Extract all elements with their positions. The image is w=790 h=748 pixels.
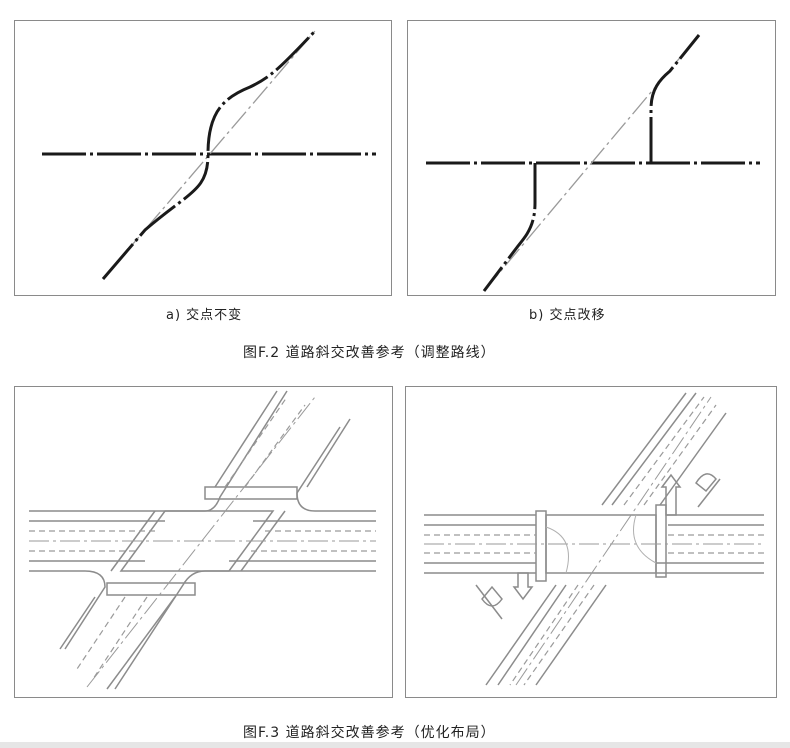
figure-f2-panel-a: [14, 20, 392, 296]
stop-bar-left: [535, 510, 547, 582]
road-edge-top-left: [29, 390, 288, 512]
crossing-block-top: [204, 486, 298, 500]
road-edge-bottom-right: [114, 570, 376, 690]
road-centerline-diagonal: [515, 396, 712, 686]
relocated-upper-leg: [649, 34, 701, 163]
turn-arrow-island-left: [512, 572, 534, 601]
stop-bar-right: [655, 504, 667, 578]
intersection-layout-right: [424, 392, 764, 686]
figure-f2-caption: 图F.2 道路斜交改善参考（调整路线）: [243, 345, 496, 361]
intersection-box: [119, 510, 275, 572]
road-edge-bottom-left: [29, 570, 106, 650]
panel-a-caption: a) 交点不变: [166, 308, 243, 323]
channel-island-left: [481, 585, 503, 607]
channel-island-right: [695, 473, 717, 493]
figure-f3-panel-left: [14, 386, 393, 698]
relocated-lower-leg: [482, 163, 537, 292]
figure-f3-panel-right: [405, 386, 777, 698]
turn-arrow-island-right: [660, 473, 682, 516]
page-bottom-divider: [0, 742, 790, 748]
adjusted-alignment-curve: [101, 29, 317, 280]
skew-road-diagram-b: [426, 34, 760, 292]
figure-f2-panel-b: [407, 20, 776, 296]
intersection-layout-left: [29, 390, 376, 690]
skew-road-diagram-a: [42, 29, 376, 280]
crossing-block-bottom: [106, 582, 196, 596]
figure-f3-caption: 图F.3 道路斜交改善参考（优化布局）: [243, 725, 496, 741]
original-alignment-guide: [102, 30, 316, 280]
road-centerline-diagonal: [86, 396, 316, 688]
panel-b-caption: b) 交点改移: [529, 308, 606, 323]
